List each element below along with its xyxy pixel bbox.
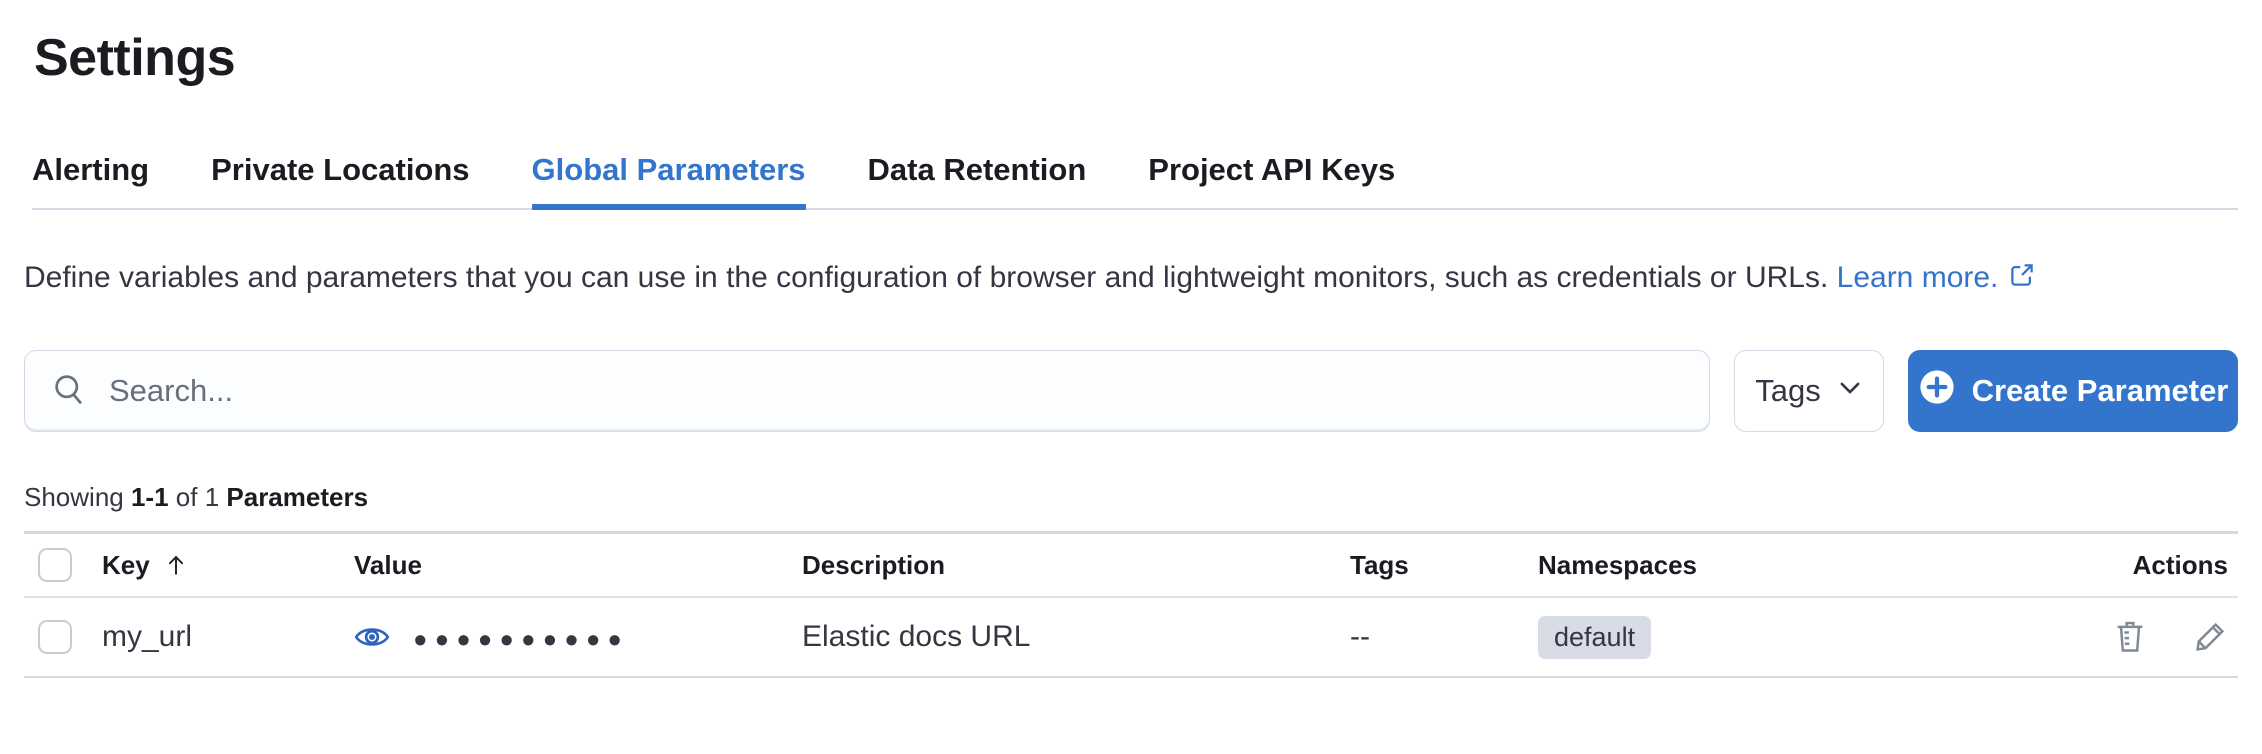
row-tags: -- [1350, 620, 1370, 653]
column-header-description[interactable]: Description [802, 549, 946, 580]
masked-value: •••••••••• [414, 619, 631, 660]
tab-data-retention[interactable]: Data Retention [867, 152, 1087, 187]
create-parameter-label: Create Parameter [1971, 373, 2229, 408]
learn-more-link[interactable]: Learn more. [1837, 261, 2037, 294]
row-description: Elastic docs URL [802, 620, 1031, 653]
row-checkbox[interactable] [38, 620, 72, 654]
parameters-toolbar: Tags Create Parameter [24, 350, 2238, 432]
row-actions [2048, 619, 2238, 655]
settings-page: Settings Alerting Private Locations Glob… [0, 28, 2262, 678]
tab-alerting[interactable]: Alerting [32, 152, 150, 187]
search-icon [51, 371, 87, 412]
parameters-table: Key Value Description Tags Namespaces Ac… [24, 534, 2238, 678]
tab-global-parameters[interactable]: Global Parameters [531, 152, 806, 210]
search-box[interactable] [24, 350, 1710, 432]
page-title: Settings [34, 29, 236, 87]
column-header-namespaces[interactable]: Namespaces [1538, 549, 1697, 580]
description-text: Define variables and parameters that you… [24, 261, 1829, 294]
row-value: •••••••••• [354, 616, 802, 658]
tab-private-locations[interactable]: Private Locations [211, 152, 470, 187]
column-header-tags[interactable]: Tags [1350, 549, 1409, 580]
page-description: Define variables and parameters that you… [24, 254, 2174, 304]
results-summary: Showing 1-1 of 1 Parameters [24, 482, 2238, 513]
column-header-value[interactable]: Value [354, 549, 422, 580]
settings-tabs: Alerting Private Locations Global Parame… [32, 152, 2238, 210]
create-parameter-button[interactable]: Create Parameter [1908, 350, 2238, 432]
external-link-icon [2008, 263, 2036, 296]
tags-filter-button[interactable]: Tags [1734, 350, 1884, 432]
summary-prefix: Showing [24, 482, 124, 512]
chevron-down-icon [1837, 373, 1863, 409]
row-key: my_url [102, 620, 193, 653]
pencil-icon[interactable] [2192, 619, 2228, 655]
plus-in-circle-icon [1918, 368, 1956, 414]
search-input[interactable] [109, 373, 1683, 409]
summary-range: 1-1 [130, 482, 169, 512]
tab-project-api-keys[interactable]: Project API Keys [1148, 152, 1396, 187]
sort-ascending-icon [162, 551, 190, 579]
select-all-checkbox[interactable] [38, 548, 72, 582]
summary-middle: of 1 [175, 482, 220, 512]
column-header-actions: Actions [2132, 549, 2228, 580]
summary-entity: Parameters [226, 482, 369, 512]
table-row: my_url •••••••••• Elastic docs URL -- de… [24, 598, 2238, 678]
trash-icon[interactable] [2112, 619, 2148, 655]
column-header-key[interactable]: Key [102, 550, 354, 581]
divider [24, 531, 2238, 534]
table-header-row: Key Value Description Tags Namespaces Ac… [24, 534, 2238, 598]
tags-filter-label: Tags [1755, 373, 1821, 408]
namespace-badge: default [1538, 615, 1652, 659]
eye-icon[interactable] [354, 619, 390, 655]
